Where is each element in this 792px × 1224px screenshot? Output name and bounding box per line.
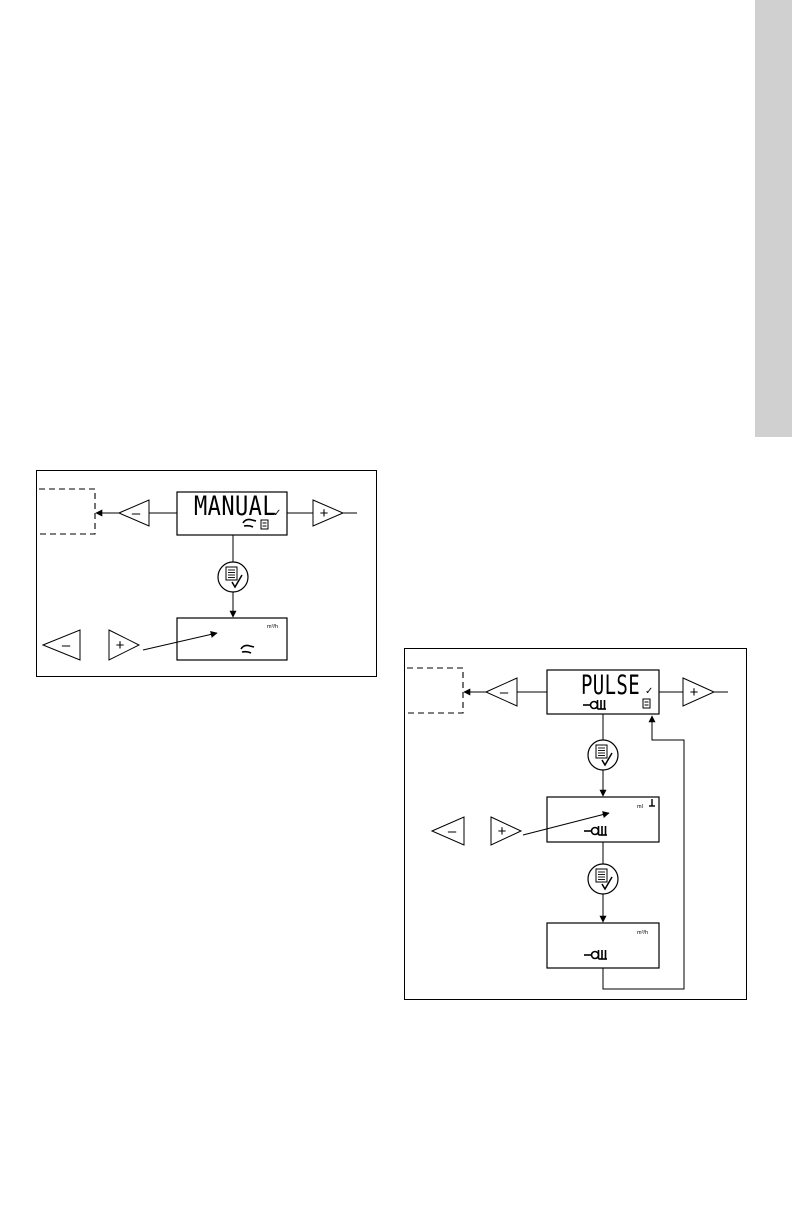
adjust-plus-button[interactable]: + xyxy=(491,817,521,845)
rate-unit: m³/h xyxy=(267,624,278,630)
minus-button-label: – xyxy=(132,505,141,522)
rate-unit: m³/h xyxy=(637,930,648,936)
display-mode-text: PULSE xyxy=(581,670,640,701)
adjust-minus-label: – xyxy=(62,637,71,654)
adjust-plus-label: + xyxy=(116,637,125,654)
manual-mode-diagram: – MANUAL ✓ + xyxy=(36,470,377,677)
mode-display: PULSE ✓ xyxy=(547,670,659,714)
menu-confirm-key[interactable] xyxy=(588,740,618,770)
menu-icon xyxy=(261,520,268,529)
side-tab xyxy=(755,0,792,437)
volume-unit: ml xyxy=(637,804,643,810)
mode-display: MANUAL ✓ xyxy=(177,491,287,535)
menu-confirm-key[interactable] xyxy=(588,864,618,894)
pulse-volume-display: ml xyxy=(547,797,659,842)
minus-button[interactable]: – xyxy=(486,678,517,706)
setpoint-display: m³/h xyxy=(177,618,287,660)
plus-button[interactable]: + xyxy=(313,500,343,526)
previous-menu-box xyxy=(39,489,95,534)
menu-icon xyxy=(643,699,650,708)
adjust-plus-label: + xyxy=(498,823,507,840)
display-mode-text: MANUAL xyxy=(194,491,276,522)
pulse-mode-diagram: – PULSE ✓ + xyxy=(404,648,747,1000)
menu-confirm-key[interactable] xyxy=(218,562,248,592)
minus-button-label: – xyxy=(500,684,509,701)
confirm-check-icon: ✓ xyxy=(645,686,653,697)
plus-button-label: + xyxy=(690,684,699,701)
adjust-plus-button[interactable]: + xyxy=(109,630,139,660)
plus-button-label: + xyxy=(320,505,329,522)
minus-button[interactable]: – xyxy=(119,500,149,526)
rate-display: m³/h xyxy=(547,923,659,968)
plus-button[interactable]: + xyxy=(683,678,714,706)
adjust-minus-button[interactable]: – xyxy=(432,817,464,845)
confirm-check-icon: ✓ xyxy=(273,508,281,519)
previous-menu-box xyxy=(407,668,463,713)
adjust-minus-label: – xyxy=(448,823,457,840)
adjust-minus-button[interactable]: – xyxy=(43,630,80,660)
